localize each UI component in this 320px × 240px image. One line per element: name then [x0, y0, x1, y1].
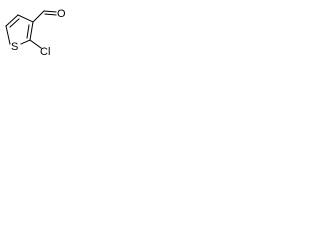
bond-c5-c4	[5, 14, 19, 27]
bond-c3-aldehyde-carbon	[32, 10, 45, 23]
thiophene-ring	[5, 14, 34, 45]
chemical-structure: S Cl O	[5, 8, 66, 58]
aldehyde-group	[32, 10, 57, 23]
bond-c2-chlorine	[29, 39, 42, 49]
bond-aldehyde-carbon-oxygen-double	[44, 13, 57, 16]
sulfur-label: S	[11, 41, 18, 53]
bond-c5-c4-inner	[9, 18, 20, 28]
bond-aldehyde-carbon-oxygen	[43, 10, 57, 13]
bond-c3-c2	[29, 21, 34, 41]
bond-c4-c3	[17, 14, 34, 23]
chlorine-label: Cl	[40, 46, 50, 58]
oxygen-label: O	[57, 8, 66, 20]
bond-c2-s	[20, 39, 31, 45]
bond-s-c5	[5, 25, 11, 45]
bond-c3-c2-inner	[26, 24, 30, 39]
